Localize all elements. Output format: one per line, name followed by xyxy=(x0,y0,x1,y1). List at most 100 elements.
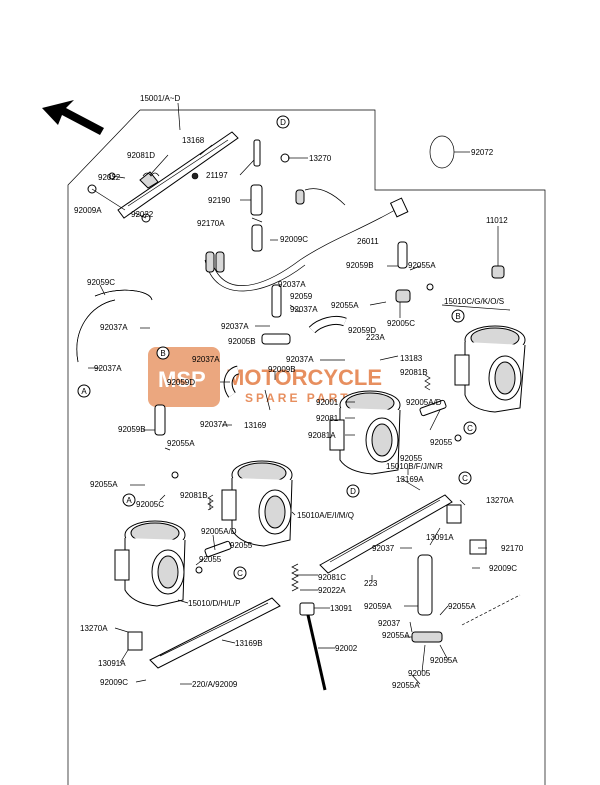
label-92037A-6: 92037A xyxy=(192,355,220,364)
linkage-plate-13169A xyxy=(319,494,453,574)
label-92037A-4: 92037A xyxy=(221,322,249,331)
bracket-13270A-left xyxy=(127,631,143,651)
carburetor-15010A xyxy=(221,460,293,547)
wiring-harness-26011 xyxy=(204,188,409,292)
label-92055A-bottom-2: 92055A xyxy=(382,631,410,640)
label-92055A-left-2: 92055A xyxy=(90,480,118,489)
label-92037A-5: 92037A xyxy=(94,364,122,373)
linkage-plate-13169B xyxy=(149,597,281,669)
label-92022-a: 92022 xyxy=(98,173,121,182)
label-92059D-b: 92059D xyxy=(167,378,195,387)
label-92037A-8: 92037A xyxy=(200,420,228,429)
vent-tubes xyxy=(250,139,300,252)
label-92055A-bottom-3: 92055A xyxy=(430,656,458,665)
plug-11012 xyxy=(491,256,505,279)
label-92055A-bottom-4: 92055A xyxy=(392,681,420,690)
assembly-boundary xyxy=(140,109,546,785)
joint-pipes xyxy=(171,283,462,574)
callout-C-lower: C xyxy=(458,471,472,485)
label-92170: 92170 xyxy=(501,544,524,553)
callout-B-right: B xyxy=(451,309,465,323)
spring-92081C xyxy=(291,563,299,592)
label-92170A: 92170A xyxy=(197,219,225,228)
label-92059B-right: 92059B xyxy=(346,261,374,270)
svg-text:D: D xyxy=(350,487,356,496)
label-92009C-left: 92009C xyxy=(100,678,128,687)
label-92055-right-1: 92055 xyxy=(430,438,453,447)
callout-A-lower: A xyxy=(122,493,136,507)
label-92055A-bottom-1: 92055A xyxy=(448,602,476,611)
label-92081C: 92081C xyxy=(318,573,346,582)
svg-text:B: B xyxy=(160,349,165,358)
label-92009B: 92009B xyxy=(268,365,296,374)
label-92009C-top: 92009C xyxy=(280,235,308,244)
svg-text:B: B xyxy=(455,312,460,321)
label-15010C: 15010C/G/K/O/S xyxy=(444,297,504,306)
label-92005A-D-left: 92005A/D xyxy=(201,527,237,536)
label-92002: 92002 xyxy=(335,644,358,653)
callout-B-left: B xyxy=(156,346,170,360)
svg-text:A: A xyxy=(126,496,132,505)
label-92059D-a: 92059D xyxy=(348,326,376,335)
label-92059A: 92059A xyxy=(364,602,392,611)
label-92022-b: 92022 xyxy=(131,210,154,219)
label-13270A-right: 13270A xyxy=(486,496,514,505)
bracket-13168 xyxy=(87,131,239,223)
label-13168: 13168 xyxy=(182,136,205,145)
label-92055A-right-2: 92055A xyxy=(331,301,359,310)
callout-C-right: C xyxy=(463,421,477,435)
label-92059: 92059 xyxy=(290,292,313,301)
label-26011: 26011 xyxy=(357,237,379,246)
svg-text:C: C xyxy=(462,474,468,483)
label-92055-left-2: 92055 xyxy=(199,555,222,564)
label-92081B-left: 92081B xyxy=(180,491,208,500)
label-223A: 223A xyxy=(366,333,385,342)
label-13183: 13183 xyxy=(400,354,423,363)
clamp-92072 xyxy=(429,135,455,169)
label-13169A: 13169A xyxy=(396,475,424,484)
label-92005A-D-right: 92005A/D xyxy=(406,398,442,407)
label-13270A-left: 13270A xyxy=(80,624,108,633)
label-13091A-left: 13091A xyxy=(98,659,126,668)
label-15010B: 15010B/F/J/N/R xyxy=(386,462,443,471)
label-92037-1: 92037 xyxy=(372,544,395,553)
label-92005B: 92005B xyxy=(228,337,256,346)
label-92081A: 92081A xyxy=(308,431,336,440)
callout-D-top: D xyxy=(276,115,290,129)
label-223: 223 xyxy=(364,579,378,588)
part-labels: 15001/A~D 13168 92081D 92022 92009A 9202… xyxy=(74,94,524,690)
callout-D-mid: D xyxy=(346,484,360,498)
label-13091: 13091 xyxy=(330,604,353,613)
label-92055A-left-1: 92055A xyxy=(167,439,195,448)
label-92001: 92001 xyxy=(316,398,339,407)
label-11012: 11012 xyxy=(486,216,508,225)
label-92009C-right: 92009C xyxy=(489,564,517,573)
watermark-brand: MSP xyxy=(158,367,206,392)
label-92005: 92005 xyxy=(408,669,431,678)
label-92055-right-2: 92055 xyxy=(400,454,423,463)
label-92005C-right: 92005C xyxy=(387,319,415,328)
label-92055A-right-1: 92055A xyxy=(408,261,436,270)
label-92037A-7: 92037A xyxy=(286,355,314,364)
label-92037A-1: 92037A xyxy=(278,280,306,289)
label-92055-left-1: 92055 xyxy=(230,541,253,550)
label-92081B-right: 92081B xyxy=(400,368,428,377)
label-92009A: 92009A xyxy=(74,206,102,215)
bracket-13270A-right xyxy=(446,504,462,524)
svg-text:C: C xyxy=(237,569,243,578)
carburetor-15010D xyxy=(114,520,186,607)
pipe-92059A xyxy=(417,554,433,616)
leader-lines xyxy=(88,102,511,685)
label-92072: 92072 xyxy=(471,148,494,157)
label-13169B: 13169B xyxy=(235,639,263,648)
label-21197: 21197 xyxy=(206,171,228,180)
bracket-92170 xyxy=(469,539,487,555)
carburetor-15010C xyxy=(454,325,526,413)
label-92005C-left: 92005C xyxy=(136,500,164,509)
watermark-text: MOTORCYCLE xyxy=(226,365,382,390)
label-13091A-right: 13091A xyxy=(426,533,454,542)
label-92190: 92190 xyxy=(208,196,231,205)
callout-C-lower-left: C xyxy=(233,566,247,580)
label-92037A-2: 92037A xyxy=(290,305,318,314)
label-92081: 92081 xyxy=(316,414,339,423)
